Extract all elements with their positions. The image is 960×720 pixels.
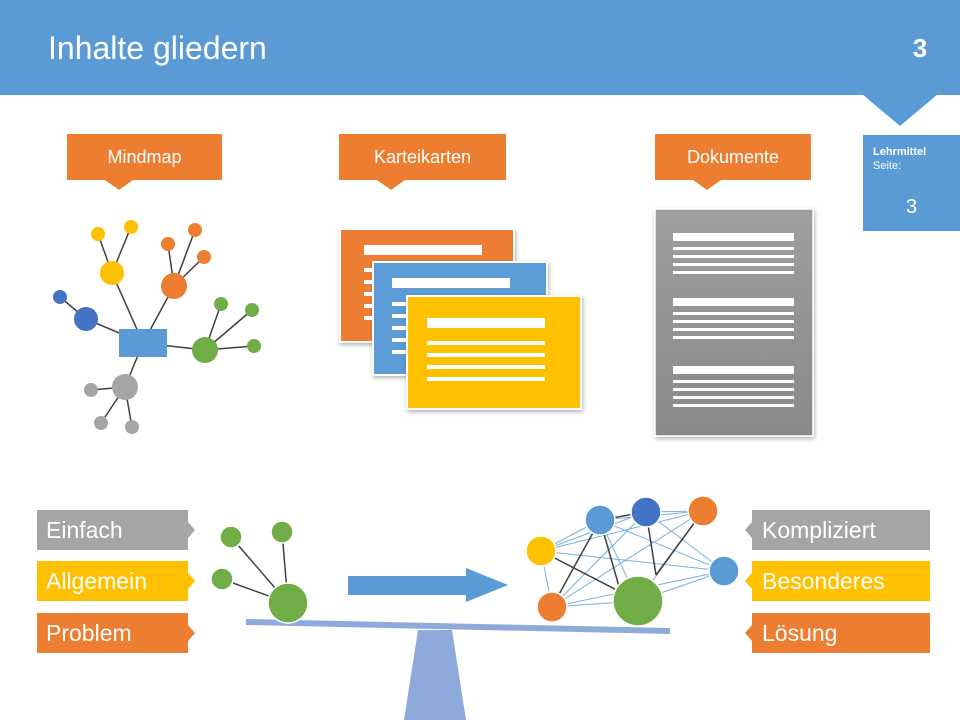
seesaw-icon	[246, 619, 670, 720]
header-pointer	[862, 94, 938, 126]
label-einfach: Einfach	[37, 510, 188, 550]
complex-network-icon	[525, 495, 740, 627]
category-tag-mindmap: Mindmap	[67, 134, 222, 190]
label-allgemein: Allgemein	[37, 561, 188, 601]
category-tag-dokumente: Dokumente	[655, 134, 811, 190]
document-icon	[654, 208, 814, 437]
label-kompliziert: Kompliziert	[752, 510, 930, 550]
label-problem: Problem	[37, 613, 188, 653]
arrow-right-icon	[348, 568, 508, 602]
reference-sub-label: Seite:	[873, 160, 902, 172]
reference-page-number: 3	[905, 196, 918, 218]
header-bar	[0, 0, 960, 95]
category-tag-karteikarten: Karteikarten	[339, 134, 506, 190]
label-loesung: Lösung	[752, 613, 930, 653]
simple-network-icon	[210, 520, 309, 624]
slide-title: Inhalte gliedern	[48, 30, 267, 66]
index-cards-icon	[339, 228, 582, 410]
mindmap-icon	[53, 220, 261, 434]
reference-label: Lehrmittel	[873, 146, 927, 158]
label-pointers	[188, 522, 752, 641]
slide-number: 3	[912, 33, 928, 63]
reference-box: Lehrmittel Seite: 3	[863, 135, 960, 231]
label-besonderes: Besonderes	[752, 561, 930, 601]
